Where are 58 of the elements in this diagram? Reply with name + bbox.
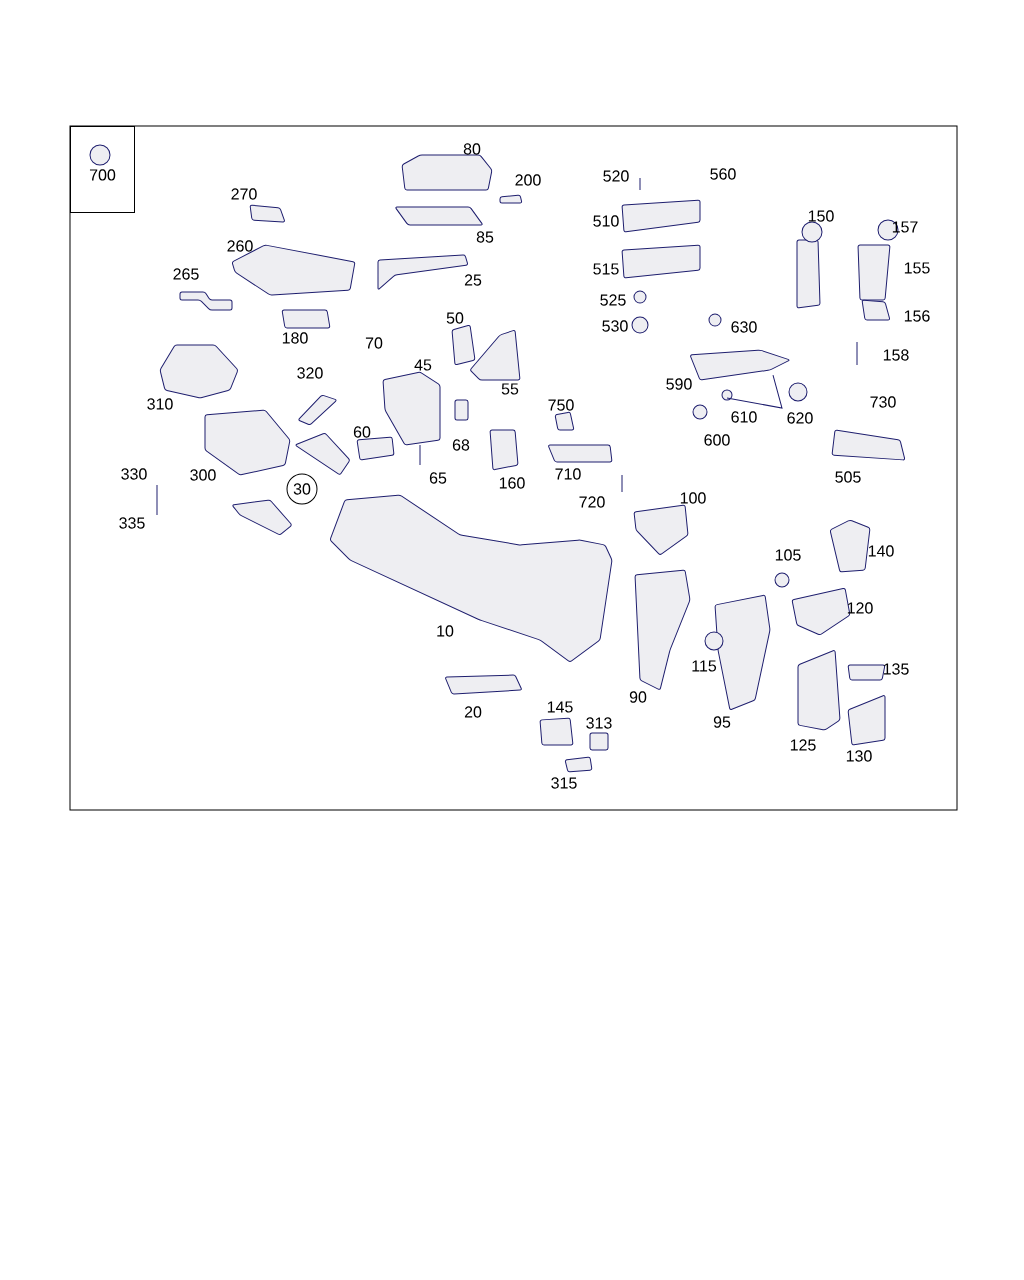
callout-number: 160 [499,477,525,489]
callout-number: 320 [297,367,323,379]
callout-number: 45 [414,359,432,371]
inset-box: 700 [70,126,135,213]
callout-number: 95 [713,716,731,728]
callout-number: 158 [883,349,909,361]
callout-number: 310 [147,398,173,410]
callout-number: 530 [602,320,628,332]
callout-number: 90 [629,691,647,703]
callout-number: 25 [464,274,482,286]
callout-number: 10 [437,625,454,637]
callout-number: 313 [586,717,612,729]
callout-number: 265 [173,268,199,280]
callout-number: 105 [775,549,801,561]
callout-number: 145 [547,701,573,713]
callout-number: 85 [476,231,494,243]
callout-number: 50 [446,312,464,324]
callout-number: 156 [904,310,930,322]
callout-number: 710 [555,468,581,480]
callout-number: 560 [710,168,736,180]
callout-number: 630 [731,321,757,333]
callout-number: 610 [731,411,757,423]
callout-number: 750 [548,399,574,411]
callout-number: 100 [680,492,706,504]
callout-number: 20 [464,706,482,718]
callout-number: 55 [501,383,519,395]
callout-number: 200 [515,174,541,186]
callout-number: 505 [835,471,861,483]
callout-number: 335 [119,517,145,529]
callout-number: 120 [847,602,873,614]
callout-number: 125 [790,739,816,751]
callout-number: 300 [190,469,216,481]
callout-number: 730 [870,396,896,408]
callout-number: 150 [808,210,834,222]
callout-number: 260 [227,240,253,252]
callout-number: 115 [692,660,717,672]
callout-number: 180 [282,332,308,344]
callout-number: 315 [551,777,577,789]
callout-number: 130 [846,750,872,762]
callout-number: 70 [365,337,383,349]
callout-number: 720 [579,496,605,508]
callout-number: 140 [868,545,894,557]
callout-number: 525 [600,294,626,306]
callout-number: 515 [593,263,619,275]
callout-number: 330 [121,468,147,480]
callout-number: 135 [883,663,909,675]
callout-number: 155 [904,262,930,274]
callout-number: 65 [429,472,447,484]
callout-number: 157 [892,221,918,233]
callout-number: 520 [603,170,629,182]
callout-number: 600 [704,434,730,446]
callout-number: 590 [666,378,692,390]
callout-number: 620 [787,412,813,424]
callout-number: 80 [463,143,481,155]
callout-number: 510 [593,215,619,227]
callout-number: 68 [452,439,470,451]
callout-number: 270 [231,188,257,200]
callout-number: 60 [353,426,371,438]
